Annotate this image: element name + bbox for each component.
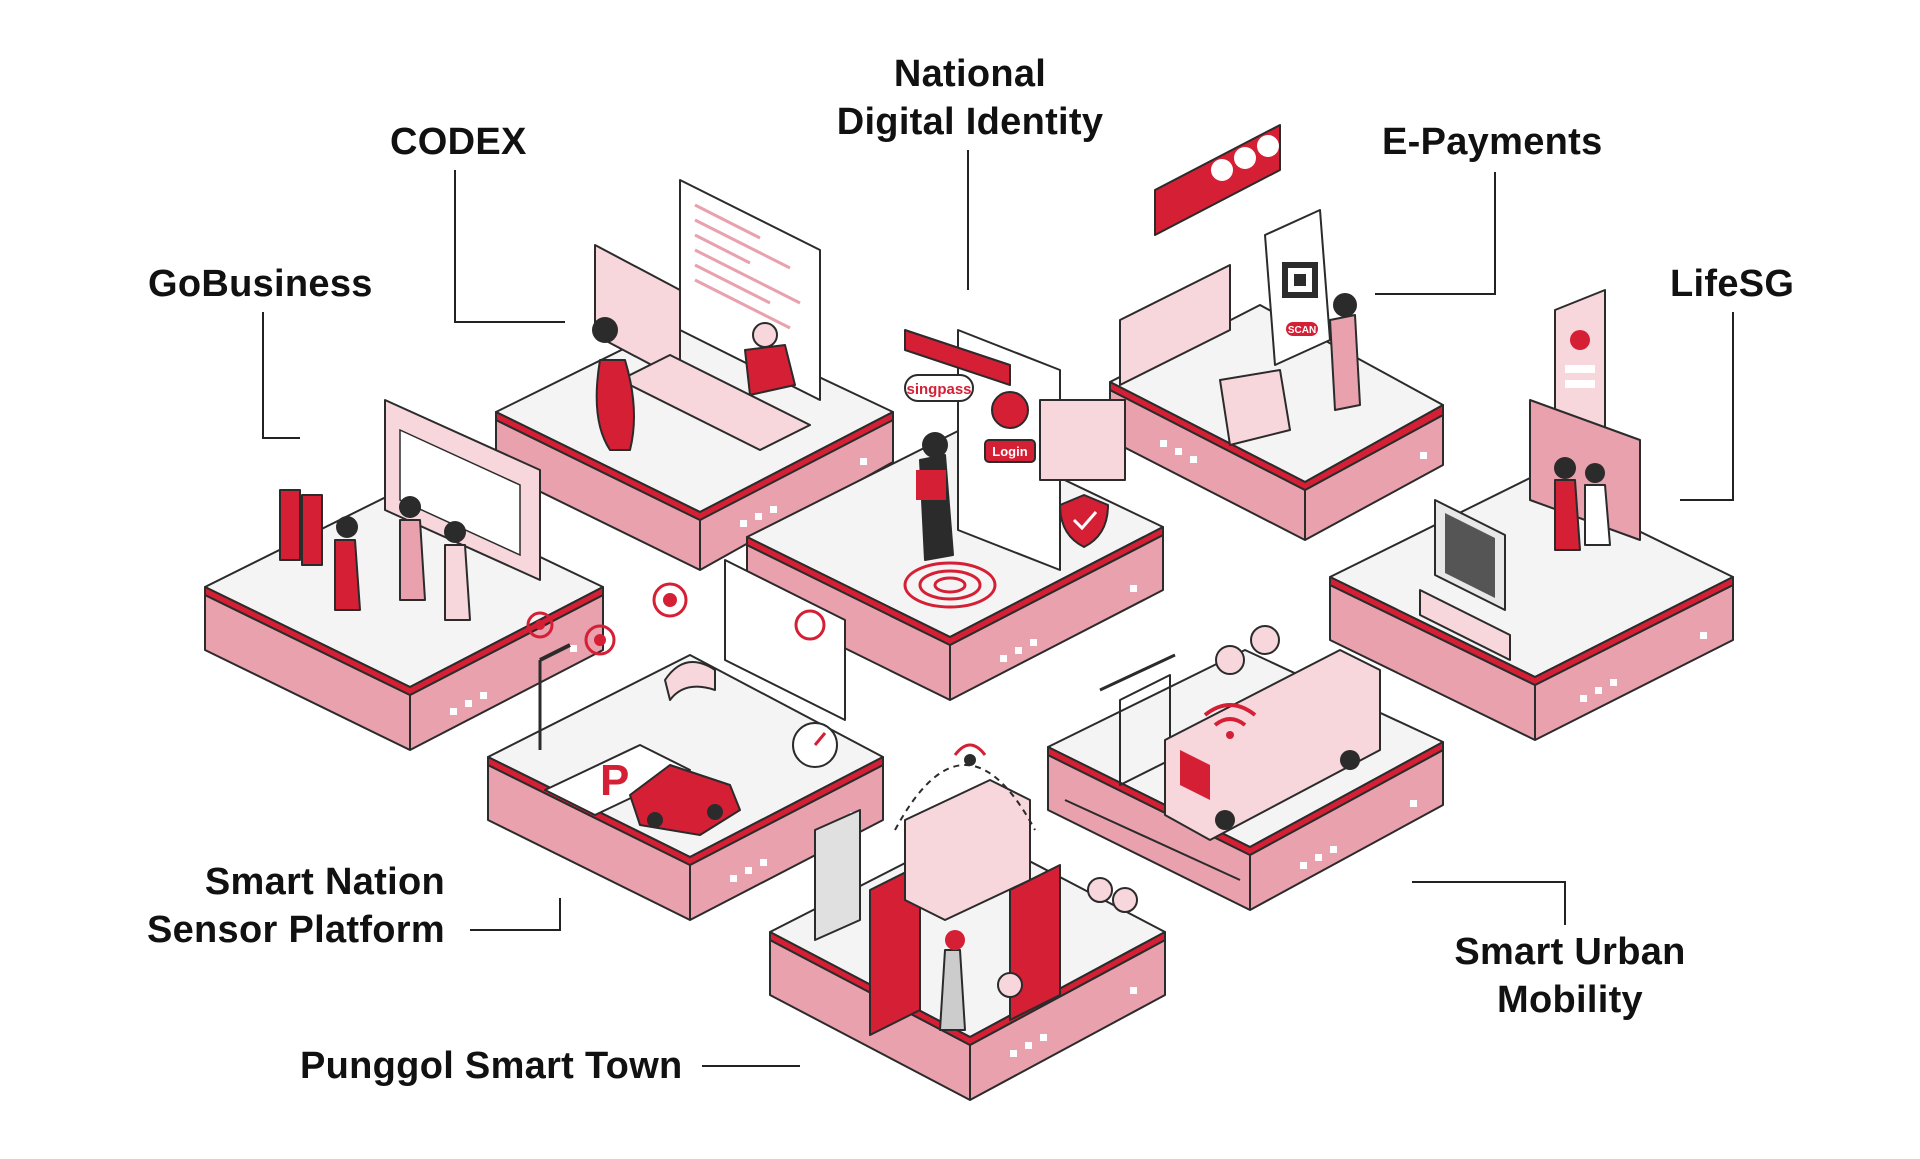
login-text: Login (992, 444, 1027, 459)
platform-sensor (487, 654, 884, 921)
leader-sensor (470, 898, 561, 931)
man-laptop (744, 344, 796, 396)
leader-mobility (1412, 881, 1566, 925)
tower-left (814, 809, 861, 941)
mobility-scene (1064, 625, 1381, 881)
label-ndi: National Digital Identity (836, 53, 1104, 143)
wifi-icon (1203, 703, 1257, 717)
label-codex: CODEX (390, 121, 527, 163)
leader-gobusiness (262, 312, 300, 439)
label-gobusiness: GoBusiness (148, 263, 373, 305)
network-dome (894, 764, 1036, 831)
robot (939, 949, 966, 1031)
shield-icon (1059, 494, 1109, 548)
platform-punggol (769, 829, 1166, 1101)
sensor-scene: P (526, 559, 846, 836)
road-line (1064, 799, 1241, 881)
family-member (1554, 479, 1581, 551)
punggol-scene (814, 743, 1138, 1036)
label-epayments: E-Payments (1382, 121, 1603, 163)
id-banner (904, 329, 1011, 386)
business-person (334, 539, 361, 611)
tree (1215, 645, 1245, 675)
platform-lifesg (1329, 477, 1734, 741)
bus (1164, 649, 1381, 841)
user-avatar (991, 391, 1029, 429)
label-sensor: Smart Nation Sensor Platform (146, 861, 445, 951)
label-lifesg: LifeSG (1670, 263, 1795, 305)
keyboard (619, 354, 811, 451)
leader-codex (454, 170, 565, 323)
binder (279, 489, 301, 561)
woman-coder (595, 359, 635, 451)
leader-lines (262, 150, 1734, 1067)
leader-lifesg (1680, 312, 1734, 501)
codex-scene (592, 179, 821, 451)
customer (1329, 314, 1361, 411)
wallet (1219, 369, 1291, 446)
scan-text: SCAN (1288, 325, 1316, 336)
sensor-dashboard (724, 559, 846, 721)
label-punggol: Punggol Smart Town (300, 1045, 683, 1087)
singpass-text: singpass (906, 381, 971, 398)
hdb-center (904, 779, 1031, 921)
sensor-signal (526, 611, 554, 639)
label-mobility: Smart Urban Mobility (1454, 931, 1686, 1021)
hdb-block (869, 864, 921, 1036)
parking-icon: P (600, 756, 629, 805)
lifesg-scene (1419, 289, 1641, 661)
parking-bay (544, 744, 691, 816)
fingerprint-icon (903, 561, 997, 609)
ndi-scene: singpass Login (903, 329, 1126, 609)
tree-punggol (1087, 877, 1113, 903)
id-card (1039, 399, 1126, 481)
water-pipe (664, 661, 716, 701)
leader-epayments (1375, 172, 1496, 295)
food-counter (1119, 264, 1231, 386)
epayments-scene: SCAN (1119, 124, 1361, 446)
gobusiness-scene (279, 399, 541, 621)
